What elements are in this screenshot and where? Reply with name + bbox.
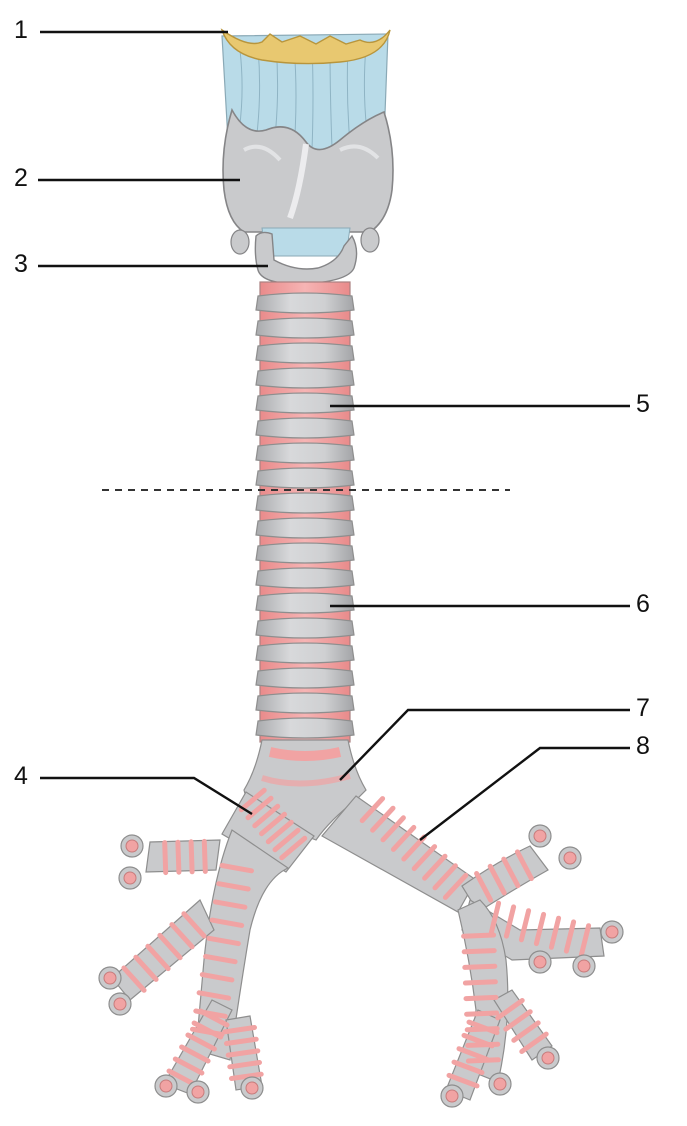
label-4: 4: [14, 762, 28, 790]
tracheal-cartilage-ring: [256, 343, 354, 363]
tracheal-cartilage-ring: [256, 718, 354, 738]
larynx: [222, 30, 393, 284]
tracheal-cartilage-ring: [256, 418, 354, 438]
bronchiole-lumen: [606, 926, 618, 938]
bronchial-mucosa-stripe: [465, 966, 495, 967]
bronchial-mucosa-stripe: [465, 982, 495, 983]
bronchial-tree: [99, 740, 623, 1107]
bronchiole-lumen: [114, 998, 126, 1010]
bronchiole-lumen: [494, 1078, 506, 1090]
label-7: 7: [636, 694, 650, 722]
bronchial-mucosa-stripe: [204, 841, 205, 871]
bronchiole-lumen: [124, 872, 136, 884]
tracheal-cartilage-ring: [256, 593, 354, 613]
bronchial-mucosa-stripe: [464, 935, 494, 936]
label-6: 6: [636, 590, 650, 618]
bronchiole-lumen: [534, 956, 546, 968]
trachea: [256, 282, 354, 742]
bronchiole-lumen: [246, 1082, 258, 1094]
bronchial-mucosa-stripe: [165, 843, 166, 873]
label-8: 8: [636, 732, 650, 760]
bronchiole-lumen: [104, 972, 116, 984]
tracheal-cartilage-ring: [256, 668, 354, 688]
label-3: 3: [14, 250, 28, 278]
tracheal-cartilage-ring: [256, 368, 354, 388]
tracheal-cartilage-ring: [256, 568, 354, 588]
tracheal-cartilage-ring: [256, 468, 354, 488]
bronchial-mucosa-stripe: [178, 842, 179, 872]
bronchiole-lumen: [446, 1090, 458, 1102]
bronchial-mucosa-stripe: [466, 997, 496, 998]
tracheal-cartilage-ring: [256, 693, 354, 713]
tracheal-cartilage-ring: [256, 543, 354, 563]
bronchial-mucosa-stripe: [467, 1013, 497, 1014]
label-2: 2: [14, 164, 28, 192]
tracheal-cartilage-ring: [256, 493, 354, 513]
tracheal-cartilage-ring: [256, 643, 354, 663]
bronchiole-lumen: [578, 960, 590, 972]
bronchial-mucosa-stripe: [191, 842, 192, 872]
leader-line-8: [420, 748, 630, 840]
bronchiole-lumen: [534, 830, 546, 842]
tracheal-cartilage-ring: [256, 293, 354, 313]
bronchiole-lumen: [542, 1052, 554, 1064]
tracheal-cartilage-ring: [256, 318, 354, 338]
bronchial-mucosa-stripe: [464, 951, 494, 952]
tracheal-cartilage-ring: [256, 518, 354, 538]
leader-line-7: [340, 710, 630, 780]
bronchiole-lumen: [126, 840, 138, 852]
bronchiole-lumen: [160, 1080, 172, 1092]
tracheal-cartilage-ring: [256, 393, 354, 413]
bronchiole-lumen: [192, 1086, 204, 1098]
tracheal-cartilage-ring: [256, 443, 354, 463]
label-5: 5: [636, 390, 650, 418]
bronchiole-lumen: [564, 852, 576, 864]
leader-line-4: [40, 778, 252, 814]
label-1: 1: [14, 16, 28, 44]
tracheal-cartilage-ring: [256, 618, 354, 638]
